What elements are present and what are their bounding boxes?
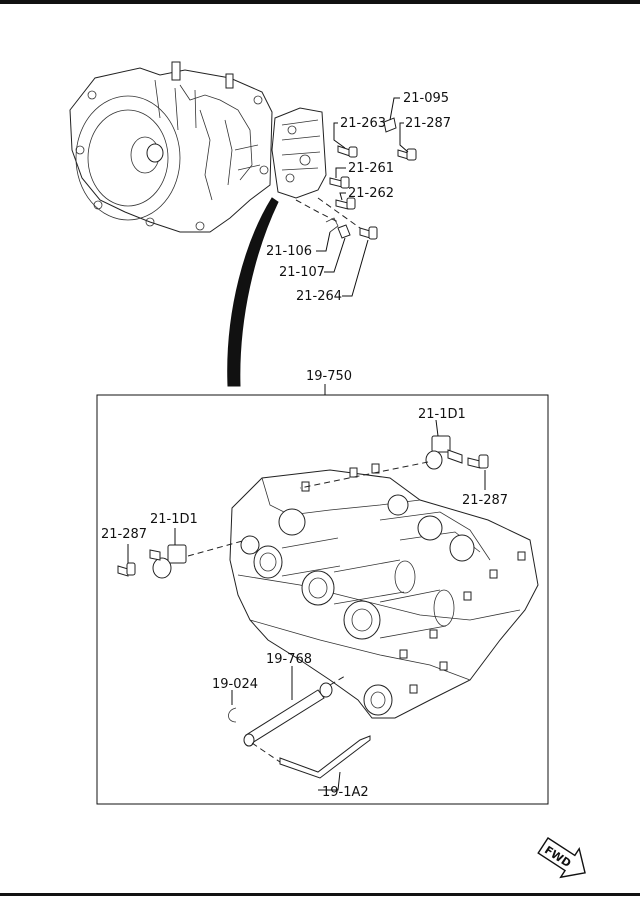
label-21-261: 21-261 [348,161,394,176]
label-19-768: 19-768 [266,652,312,667]
part-19-1A2-icon [279,735,371,779]
valve-body-cover [271,107,327,199]
bolt-21-287-upper-icon [397,148,417,161]
bolt-left-icon [117,562,136,577]
bolt-21-264-icon [359,226,378,240]
upper-leaders [316,97,409,297]
upper-bolts [295,117,417,240]
part-19-024-icon [228,707,237,723]
solenoid-left-icon [149,544,187,579]
label-21-263: 21-263 [340,116,386,131]
callout-curve [227,197,279,387]
sleeve-21-095-icon [383,117,397,133]
bolt-21-261-icon [329,176,350,189]
assembly-frame [96,394,549,805]
fwd-arrow-icon: FWD [537,837,586,879]
label-21-106: 21-106 [266,244,312,259]
valve-bores [240,494,491,716]
label-21-287-right: 21-287 [462,493,508,508]
bottom-rule [0,893,640,896]
label-21-287-upper: 21-287 [405,116,451,131]
label-21-1d1-right: 21-1D1 [418,407,466,422]
label-21-287-left: 21-287 [101,527,147,542]
bolt-21-262-icon [335,197,356,210]
label-19-750: 19-750 [306,369,352,384]
label-21-262: 21-262 [348,186,394,201]
label-21-107: 21-107 [279,265,325,280]
transaxle-case [69,61,273,233]
label-19-1a2: 19-1A2 [322,785,369,800]
solenoid-right-icon [425,435,463,470]
top-rule [0,0,640,4]
bolt-right-icon [467,454,489,469]
clip-21-106-icon [325,217,339,233]
valve-body [229,463,539,719]
label-21-264: 21-264 [296,289,342,304]
label-21-1d1-left: 21-1D1 [150,512,198,527]
part-19-768-icon [243,682,333,747]
label-21-095: 21-095 [403,91,449,106]
bolt-21-263-icon [337,145,358,158]
label-19-024: 19-024 [212,677,258,692]
pin-21-107-icon [337,224,351,239]
